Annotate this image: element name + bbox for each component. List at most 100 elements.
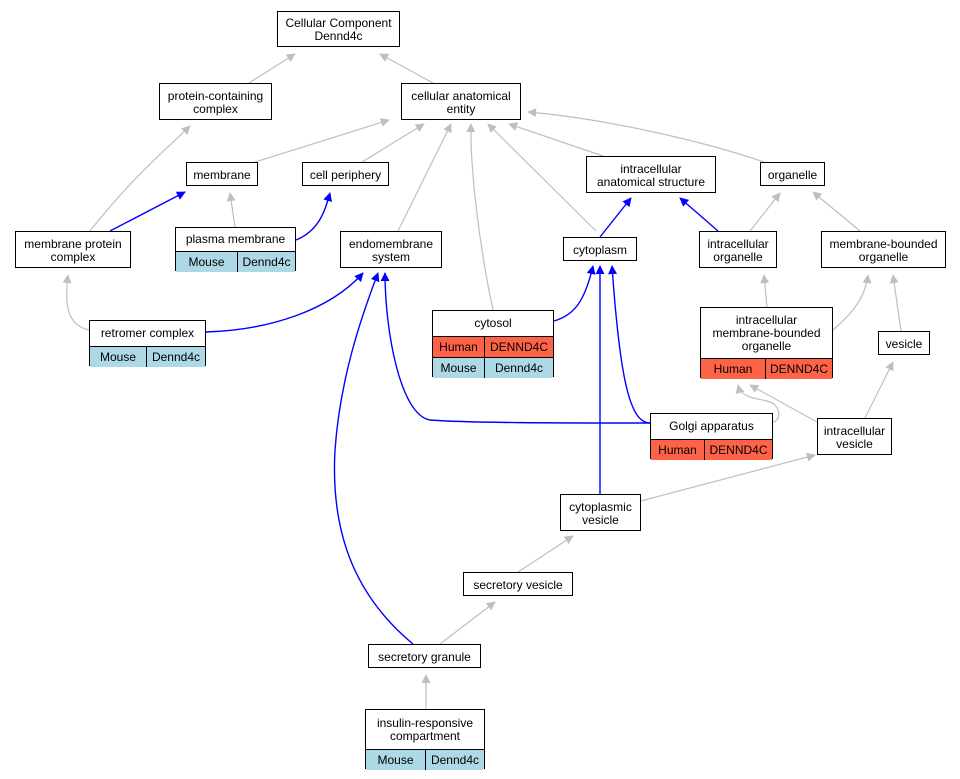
node-label: Cellular Component Dennd4c — [285, 16, 392, 43]
species-cell: Mouse — [440, 360, 477, 375]
node-intracellular-anatomical-structure[interactable]: intracellular anatomical structure — [586, 156, 716, 193]
node-protein-containing-complex[interactable]: protein-containing complex — [159, 83, 272, 120]
node-label: membrane — [193, 167, 251, 182]
edge-is-a-cytoplasmic-vesicle-to-intracellular-vesicle — [640, 452, 816, 502]
species-cell: Mouse — [377, 752, 414, 767]
node-cytoplasmic-vesicle[interactable]: cytoplasmic vesicle — [560, 494, 641, 531]
edge-is-a-endomembrane-system-to-cellular-anatomical-entity — [397, 123, 452, 232]
gene-cell: Dennd4c — [425, 750, 484, 770]
edge-part-of-intracellular-organelle-to-intracellular-anatomical-structure — [679, 197, 719, 232]
annotation-row: Human DENND4C — [651, 439, 772, 460]
species-cell: Mouse — [99, 349, 137, 364]
node-organelle[interactable]: organelle — [760, 162, 825, 186]
edge-is-a-organelle-to-cellular-anatomical-entity — [527, 108, 765, 163]
edge-is-a-intracellular-organelle-to-organelle — [749, 192, 781, 232]
node-label: membrane protein complex — [24, 236, 122, 264]
node-membrane-protein-complex[interactable]: membrane protein complex — [15, 231, 131, 268]
edge-is-a-membrane-bounded-organelle-to-organelle — [812, 191, 861, 232]
edge-is-a-secretory-vesicle-to-cytoplasmic-vesicle — [517, 535, 574, 573]
node-label: insulin-responsive compartment — [376, 715, 474, 743]
edge-is-a-membrane-protein-complex-to-protein-containing-complex — [89, 125, 191, 232]
edge-is-a-cytoplasm-to-cellular-anatomical-entity — [487, 123, 597, 232]
node-label: cytoplasmic vesicle — [569, 499, 632, 527]
annotation-row: Human DENND4C — [701, 358, 832, 379]
edge-is-a-protein-containing-complex-to-cellular-component — [248, 53, 296, 84]
node-secretory-vesicle[interactable]: secretory vesicle — [463, 572, 573, 596]
edge-is-a-intracellular-membrane-bounded-organelle-to-membrane-bounded-organelle — [832, 274, 872, 331]
node-intracellular-vesicle[interactable]: intracellular vesicle — [817, 418, 892, 455]
edge-part-of-cytoplasm-to-intracellular-anatomical-structure — [599, 197, 632, 238]
node-membrane[interactable]: membrane — [186, 162, 258, 186]
edge-part-of-plasma-membrane-to-cell-periphery — [295, 192, 333, 241]
edge-is-a-golgi-apparatus-to-intracellular-membrane-bounded-organelle — [735, 384, 780, 423]
edge-is-a-vesicle-to-membrane-bounded-organelle — [889, 274, 902, 332]
node-vesicle[interactable]: vesicle — [878, 331, 930, 355]
edge-is-a-plasma-membrane-to-membrane — [226, 192, 236, 228]
edge-is-a-cell-periphery-to-cellular-anatomical-entity — [361, 123, 425, 163]
edge-part-of-secretory-granule-to-endomembrane-system — [333, 272, 414, 645]
edge-is-a-retromer-complex-to-membrane-protein-complex — [62, 274, 90, 331]
edge-is-a-intracellular-vesicle-to-vesicle — [864, 361, 894, 419]
node-secretory-granule[interactable]: secretory granule — [368, 644, 481, 668]
gene-cell: Dennd4c — [146, 347, 205, 367]
node-label: cellular anatomical entity — [411, 88, 511, 116]
node-label: secretory granule — [378, 649, 471, 664]
node-cytoplasm[interactable]: cytoplasm — [563, 237, 637, 261]
edge-is-a-membrane-to-cellular-anatomical-entity — [248, 118, 390, 165]
gene-cell: Dennd4c — [237, 252, 295, 272]
node-label: protein-containing complex — [167, 88, 264, 116]
edge-is-a-cellular-anatomical-entity-to-cellular-component — [379, 53, 434, 84]
node-label: cytoplasm — [572, 242, 628, 257]
species-cell: Human — [439, 339, 478, 354]
node-intracellular-membrane-bounded-organelle[interactable]: intracellular membrane-bounded organelle… — [700, 307, 833, 379]
node-label: vesicle — [885, 336, 923, 351]
node-label: intracellular vesicle — [823, 423, 886, 451]
node-label: retromer complex — [100, 326, 195, 340]
gene-cell: DENND4C — [484, 337, 553, 357]
edge-part-of-membrane-protein-complex-to-membrane — [109, 191, 186, 232]
edge-part-of-retromer-complex-to-endomembrane-system — [205, 272, 364, 333]
species-cell: Mouse — [188, 254, 225, 269]
node-label: membrane-bounded organelle — [829, 236, 938, 264]
edge-is-a-cytosol-to-cellular-anatomical-entity — [466, 123, 494, 311]
annotation-row: Mouse Dennd4c — [366, 749, 484, 770]
annotation-row: Mouse Dennd4c — [176, 251, 295, 272]
annotation-row: Mouse Dennd4c — [433, 357, 553, 378]
node-label: Golgi apparatus — [669, 419, 754, 433]
node-label: secretory vesicle — [473, 577, 563, 592]
node-cellular-component[interactable]: Cellular Component Dennd4c — [277, 11, 400, 47]
node-label: endomembrane system — [348, 236, 434, 264]
node-label: cell periphery — [309, 167, 382, 182]
edge-part-of-cytosol-to-cytoplasm — [553, 265, 596, 322]
node-label: plasma membrane — [185, 232, 286, 246]
edge-part-of-golgi-apparatus-to-endomembrane-system — [380, 272, 651, 424]
edge-is-a-intracellular-anatomical-structure-to-cellular-anatomical-entity — [508, 122, 604, 157]
node-cellular-anatomical-entity[interactable]: cellular anatomical entity — [401, 83, 521, 120]
species-cell: Human — [713, 361, 753, 376]
edge-is-a-intracellular-membrane-bounded-organelle-to-intracellular-organelle — [760, 274, 770, 308]
node-cell-periphery[interactable]: cell periphery — [302, 162, 389, 186]
edge-part-of-golgi-apparatus-to-cytoplasm — [608, 265, 651, 424]
node-label: organelle — [767, 167, 818, 182]
species-cell: Human — [658, 442, 697, 457]
node-membrane-bounded-organelle[interactable]: membrane-bounded organelle — [821, 231, 946, 268]
node-label: intracellular membrane-bounded organelle — [712, 312, 821, 353]
node-intracellular-organelle[interactable]: intracellular organelle — [699, 231, 777, 268]
annotation-row: Human DENND4C — [433, 336, 553, 357]
node-label: intracellular anatomical structure — [596, 161, 706, 189]
node-label: intracellular organelle — [707, 236, 769, 264]
node-label: cytosol — [474, 316, 512, 330]
annotation-row: Mouse Dennd4c — [90, 346, 205, 367]
gene-cell: Dennd4c — [484, 358, 553, 378]
edge-is-a-intracellular-vesicle-to-intracellular-membrane-bounded-organelle — [749, 384, 818, 423]
edge-is-a-secretory-granule-to-secretory-vesicle — [439, 601, 496, 645]
gene-cell: DENND4C — [704, 440, 772, 460]
gene-cell: DENND4C — [765, 359, 832, 379]
node-endomembrane-system[interactable]: endomembrane system — [340, 231, 442, 268]
